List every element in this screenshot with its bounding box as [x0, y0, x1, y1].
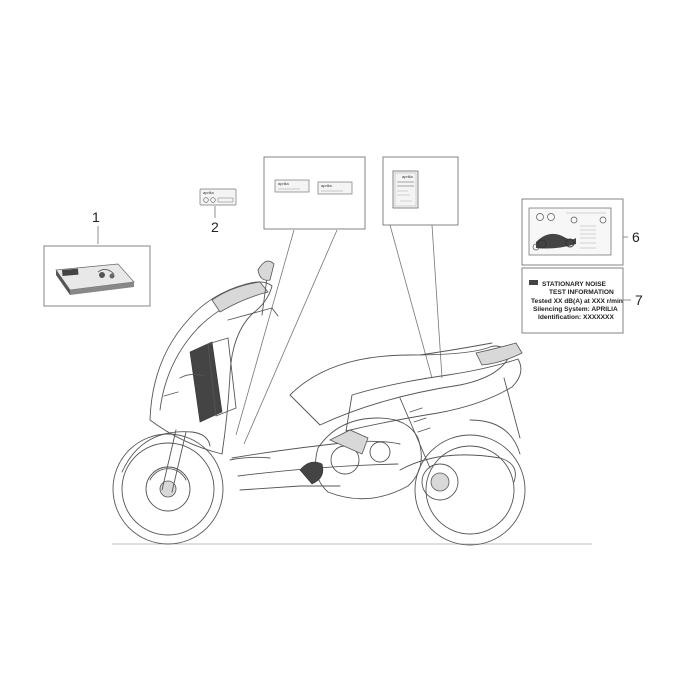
callout-2: 2 [211, 219, 219, 235]
callout-6: 6 [632, 229, 640, 245]
leader-5b [431, 224, 443, 379]
noise-line-3: Tested XX dB(A) at XXX r/min [531, 298, 623, 305]
callout-1: 1 [92, 209, 100, 225]
brand-label-3: aprilia [274, 179, 310, 193]
leader-3b [235, 229, 295, 436]
noise-label-7: STATIONARY NOISE TEST INFORMATION Tested… [529, 280, 623, 321]
scooter-illustration [112, 260, 592, 546]
brand-label-2: aprilia [199, 188, 237, 206]
id-plate-5: aprilia [392, 170, 419, 209]
brand-text-4: aprilia [321, 183, 332, 188]
noise-line-2: TEST INFORMATION [549, 289, 614, 296]
callout-7: 7 [635, 292, 643, 308]
box-5 [382, 156, 459, 226]
noise-line-1: STATIONARY NOISE [542, 281, 606, 288]
leader-5a [389, 224, 433, 379]
noise-line-4: Silencing System: APRILIA [533, 306, 618, 313]
brand-text-3: aprilia [278, 181, 289, 186]
owner-manual-decal [55, 263, 135, 295]
box-7 [521, 267, 624, 334]
warning-label-6 [528, 207, 612, 256]
noise-line-5: Identification: XXXXXXX [538, 314, 614, 321]
brand-label-4: aprilia [317, 181, 353, 195]
brand-text-2: aprilia [203, 190, 214, 195]
brand-text-5: aprilia [402, 174, 413, 179]
leader-4b [243, 229, 338, 445]
